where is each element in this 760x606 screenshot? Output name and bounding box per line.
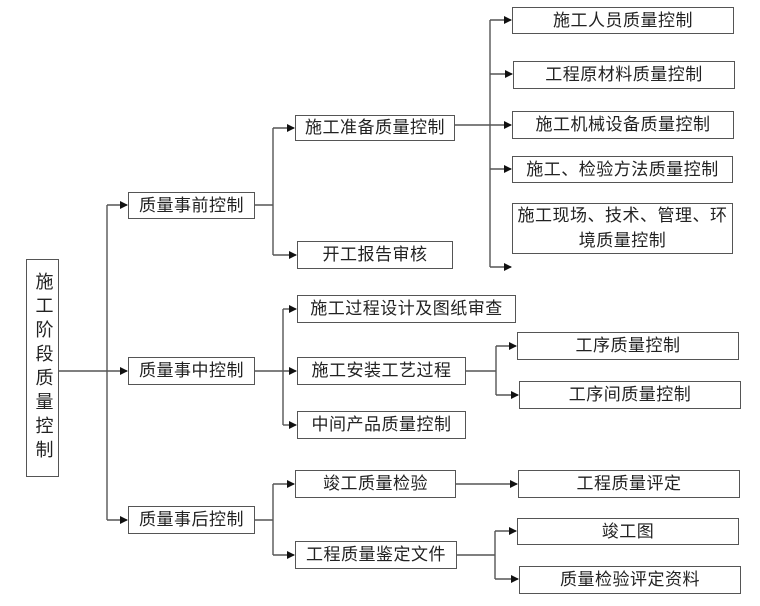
node-install-process: 施工安装工艺过程 bbox=[297, 357, 466, 385]
node-inspection-rating-data: 质量检验评定资料 bbox=[519, 566, 741, 594]
node-site-environment-quality: 施工现场、技术、管理、环境质量控制 bbox=[512, 203, 733, 254]
node-quality-appraisal-docs: 工程质量鉴定文件 bbox=[295, 541, 457, 569]
node-design-review: 施工过程设计及图纸审查 bbox=[297, 295, 516, 323]
node-construction-prep: 施工准备质量控制 bbox=[295, 115, 455, 141]
node-post-control: 质量事后控制 bbox=[128, 506, 255, 534]
node-quality-rating: 工程质量评定 bbox=[518, 470, 740, 498]
node-material-quality: 工程原材料质量控制 bbox=[513, 61, 735, 89]
node-start-report-review: 开工报告审核 bbox=[297, 241, 453, 269]
node-equipment-quality: 施工机械设备质量控制 bbox=[512, 111, 734, 139]
node-process-quality: 工序质量控制 bbox=[517, 332, 739, 360]
node-pre-control: 质量事前控制 bbox=[128, 192, 255, 219]
node-as-built-drawing: 竣工图 bbox=[517, 518, 739, 545]
root-node: 施工阶段质量控制 bbox=[26, 259, 59, 477]
node-inter-process-quality: 工序间质量控制 bbox=[519, 381, 741, 409]
node-personnel-quality: 施工人员质量控制 bbox=[512, 7, 734, 34]
node-mid-control: 质量事中控制 bbox=[128, 357, 255, 385]
node-completion-inspection: 竣工质量检验 bbox=[295, 470, 456, 498]
node-method-quality: 施工、检验方法质量控制 bbox=[512, 156, 733, 183]
node-intermediate-product: 中间产品质量控制 bbox=[297, 411, 466, 439]
